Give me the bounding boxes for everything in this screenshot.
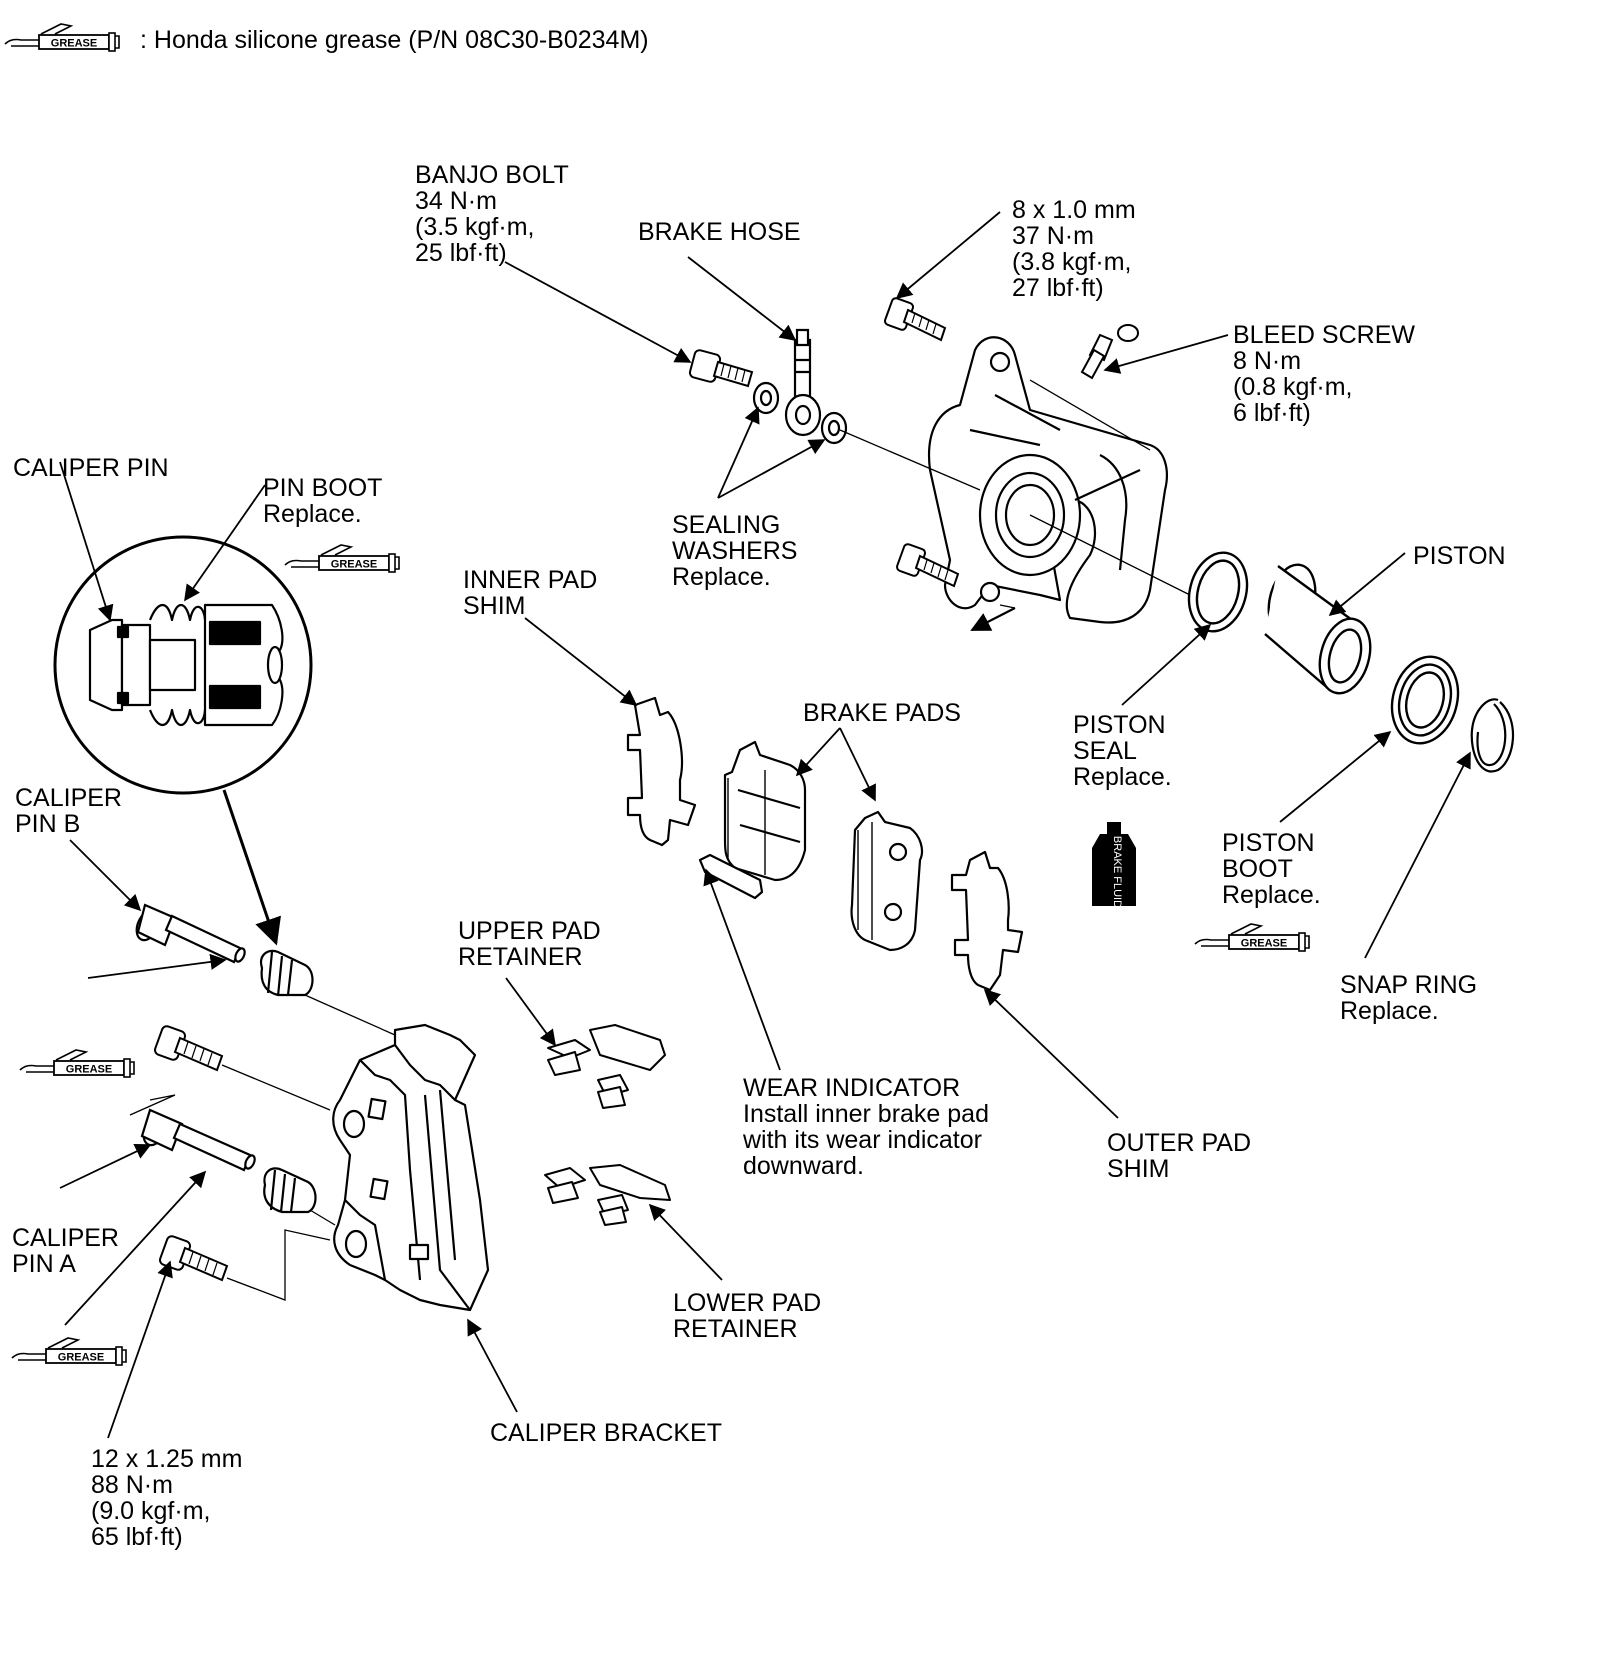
snap-ring <box>1470 698 1514 773</box>
piston-boot <box>1390 655 1460 745</box>
assembly-axis-lines-lower <box>129 994 396 1301</box>
lower-pad-retainer <box>544 1164 671 1226</box>
caliper-bracket <box>332 1023 490 1312</box>
label-caliper-bracket: CALIPER BRACKET <box>490 1419 723 1447</box>
legend-text: : Honda silicone grease (P/N 08C30-B0234… <box>140 26 649 54</box>
brake-hose <box>784 328 822 437</box>
legend-grease-icon <box>4 23 120 52</box>
outer-pad-shim <box>950 850 1024 992</box>
caliper-mounting-bolt-lower <box>896 543 960 588</box>
caliper-pin-b <box>135 903 246 964</box>
pin-boot-grease-icon <box>284 544 400 573</box>
leader-lines <box>59 211 1471 1439</box>
caliper-pin-a-grease-icon <box>11 1337 127 1366</box>
caliper-body <box>927 336 1168 624</box>
pin-boot-lower <box>263 1167 317 1214</box>
bracket-bolt-lower <box>159 1235 229 1282</box>
piston-boot-grease-icon <box>1194 923 1310 952</box>
sealing-washers <box>752 381 848 445</box>
label-brake-pads: BRAKE PADS <box>803 699 961 727</box>
outer-brake-pad <box>850 810 924 952</box>
caliper-pin-a <box>140 1108 256 1172</box>
mount-direction-arrow <box>970 607 1016 631</box>
label-brake-hose: BRAKE HOSE <box>638 218 801 246</box>
label-caliper-pin: CALIPER PIN <box>13 454 169 482</box>
inner-brake-pad <box>698 740 807 900</box>
inner-pad-shim <box>626 696 697 847</box>
brake-fluid-bottle-icon: BRAKE FLUID <box>1092 822 1136 908</box>
detail-arrow <box>222 789 281 946</box>
bleed-screw <box>1080 324 1139 380</box>
piston-seal <box>1187 551 1249 633</box>
caliper-mounting-bolt-upper <box>884 297 947 342</box>
upper-pad-retainer <box>547 1024 666 1109</box>
pin-boot-upper <box>260 949 314 997</box>
assembly-axis-lines-upper <box>839 379 1201 601</box>
caliper-pin-b-grease-icon <box>19 1049 135 1078</box>
bracket-bolt-upper <box>154 1025 224 1072</box>
banjo-bolt <box>688 349 754 388</box>
svg-text:BRAKE FLUID: BRAKE FLUID <box>1111 836 1123 908</box>
label-piston: PISTON <box>1413 542 1506 570</box>
piston <box>1264 563 1372 695</box>
caliper-pin-detail <box>88 603 284 727</box>
